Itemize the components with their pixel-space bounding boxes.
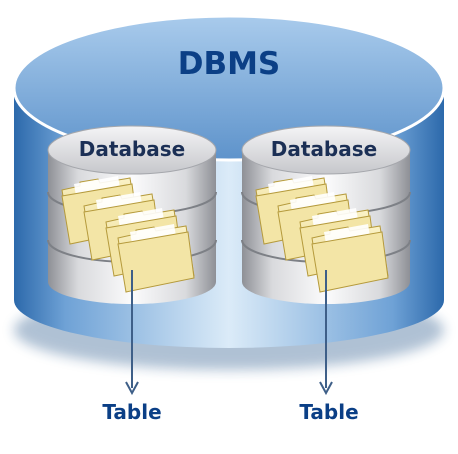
arrow-down-icon (125, 270, 139, 396)
folder-icon (117, 224, 195, 293)
table-label-right: Table (299, 400, 359, 424)
folder-icon (311, 224, 389, 293)
table-label-left: Table (102, 400, 162, 424)
arrow-down-icon (319, 270, 333, 396)
folder-stack-right (255, 176, 389, 293)
database-label-right: Database (270, 137, 378, 161)
dbms-title: DBMS (177, 46, 281, 82)
database-label-left: Database (78, 137, 186, 161)
folder-stack-left (61, 176, 195, 293)
